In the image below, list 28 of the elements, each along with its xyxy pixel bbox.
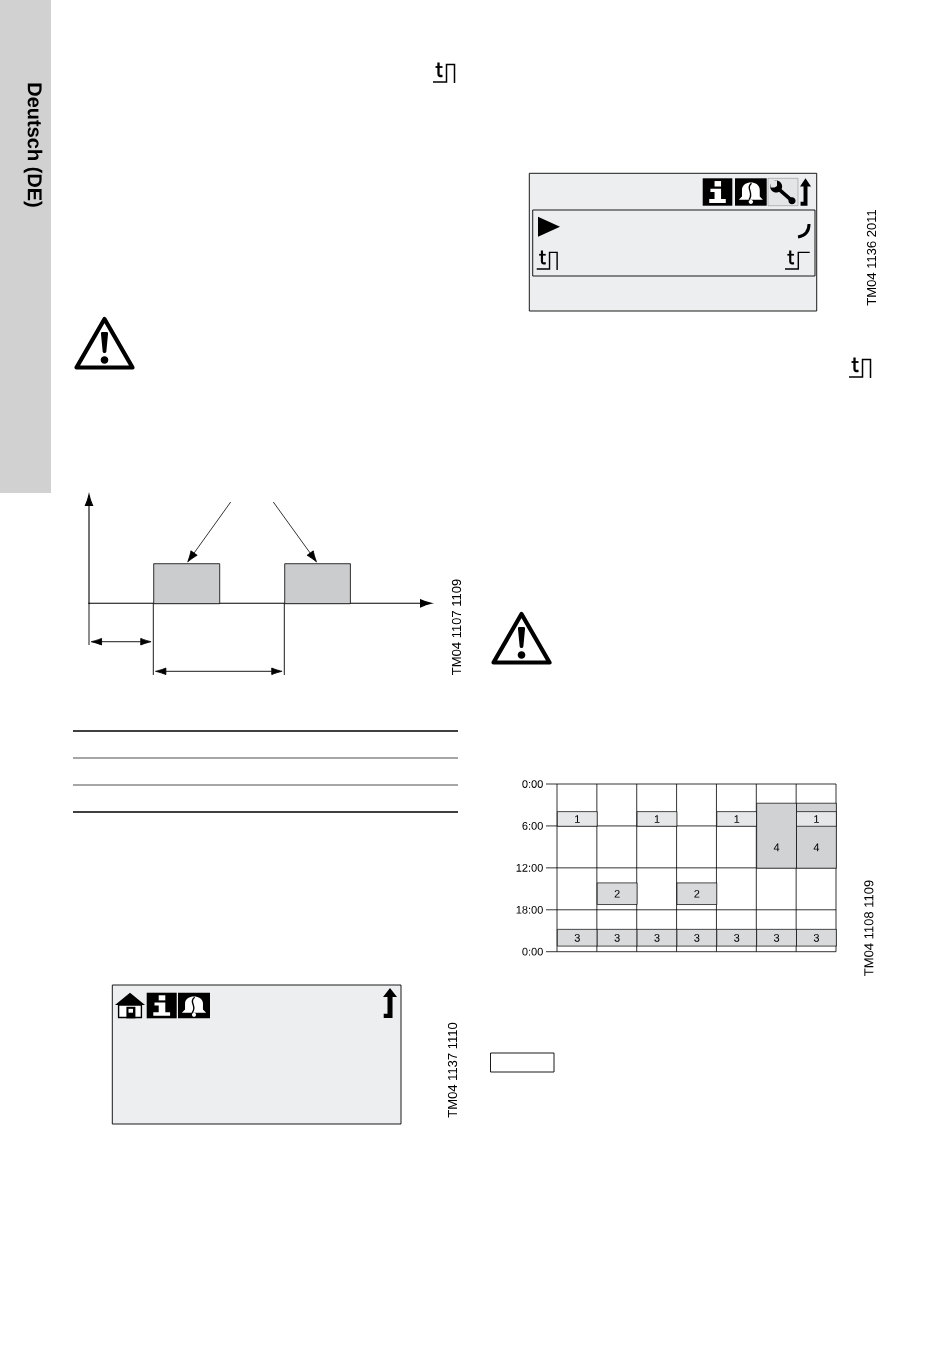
axis-label: 6:00 [522,822,543,830]
schedule-cell: 3 [756,929,797,947]
schedule-cell: 3 [716,929,757,947]
language-tab: Deutsch (DE) [0,0,51,493]
schedule-cell: 1 [716,811,757,827]
figure-code: TM04 1137 1110 [447,1022,458,1118]
axis-label: 12:00 [516,864,543,872]
schedule-cell: 2 [676,882,718,905]
leader-arrow [187,501,232,563]
figure-code: TM04 1136 2011 [866,209,877,306]
figure-code: TM04 1108 1109 [864,880,874,976]
schedule-cell: 3 [796,929,837,947]
schedule-cell: 3 [596,929,638,947]
schedule-cell: 3 [636,929,678,947]
schedule-cell: 3 [557,929,598,947]
axis-label: 18:00 [516,905,543,914]
schedule-cell: 1 [796,811,837,827]
figure-code: TM04 1107 1109 [451,579,462,675]
leader-arrow [272,501,317,563]
pulse-block [284,563,351,605]
axis-label: 0:00 [522,947,543,956]
schedule-cell: 4 [756,802,797,869]
schedule-cell: 2 [596,882,638,905]
schedule-cell: 1 [557,811,598,827]
schedule-cell: 1 [636,811,678,827]
pulse-block [153,563,221,605]
schedule-cell: 3 [676,929,718,947]
axis-label: 0:00 [522,780,543,788]
